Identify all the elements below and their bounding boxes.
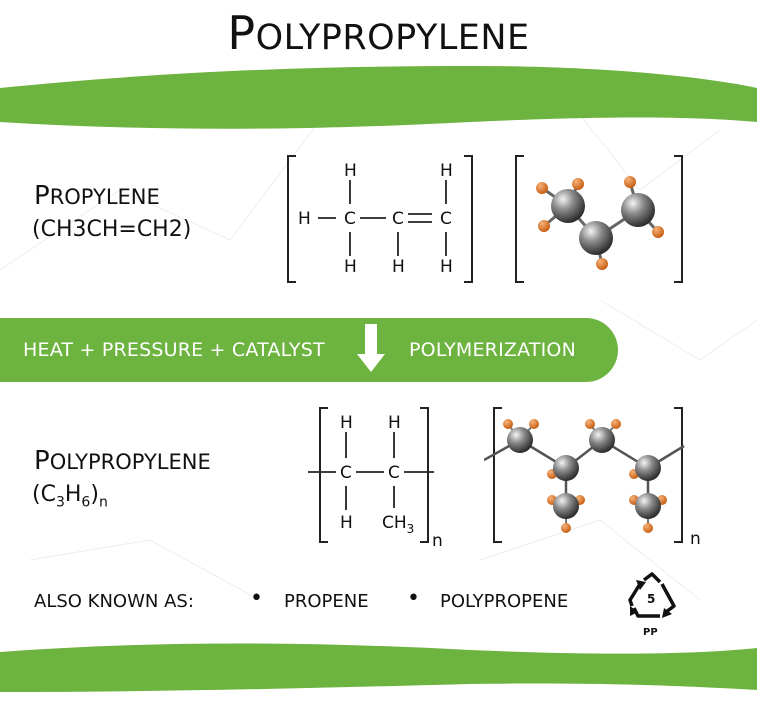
brackets (493, 407, 683, 543)
formula-sub-6: 6 (81, 494, 91, 511)
bonds (308, 432, 434, 510)
formula-sub-n: n (98, 494, 108, 511)
recycle-code: PP (643, 627, 658, 638)
propylene-name-first: P (34, 181, 50, 211)
propylene-ball-model (515, 155, 683, 283)
atom-h: H (340, 413, 353, 433)
formula-open: (C (32, 482, 56, 507)
formula-sub-3: 3 (55, 494, 65, 511)
recycle-number: 5 (647, 592, 655, 606)
polypropylene-ball-model: n (484, 407, 701, 549)
hydrogen-atoms (503, 419, 667, 533)
polypropylene-name-rest: OLYPROPYLENE (49, 450, 211, 474)
brackets (287, 155, 473, 283)
title-first-letter: P (227, 6, 256, 60)
propylene-name: PROPYLENE (34, 181, 160, 211)
methyl-group: CH3 (382, 513, 414, 536)
hydrogen-atoms (536, 176, 664, 270)
atom-c: C (392, 209, 404, 229)
atom-h: H (440, 257, 453, 277)
title-rest: OLYPROPYLENE (255, 18, 530, 58)
atom-h: H (344, 257, 357, 277)
polypropylene-formula: (C3H6)n (32, 482, 108, 510)
top-green-wave (0, 66, 757, 129)
aka-item-propene: PROPENE (284, 591, 369, 612)
polypropylene-structural-formula: H H C C H CH3 n (308, 407, 443, 551)
atom-h: H (344, 161, 357, 181)
polypropylene-name: POLYPROPYLENE (34, 446, 211, 476)
repeat-n: n (432, 531, 443, 551)
atom-c: C (340, 463, 352, 483)
atom-h: H (392, 257, 405, 277)
formula-h: H (64, 482, 82, 507)
bonds (318, 180, 447, 256)
formula-close: ) (90, 482, 99, 507)
repeat-n: n (690, 529, 701, 549)
process-right-text: POLYMERIZATION (409, 339, 576, 361)
process-banner (0, 318, 618, 382)
bullet: • (407, 586, 420, 611)
propylene-name-rest: ROPYLENE (49, 185, 160, 209)
aka-label: ALSO KNOWN AS: (34, 591, 194, 612)
carbon-atoms (551, 189, 655, 255)
process-left-text: HEAT + PRESSURE + CATALYST (23, 339, 325, 361)
aka-item-polypropene: POLYPROPENE (440, 591, 569, 612)
bullet: • (250, 586, 263, 611)
down-arrow-icon (357, 324, 385, 372)
atom-h: H (340, 513, 353, 533)
brackets (515, 155, 683, 283)
atom-h: H (440, 161, 453, 181)
atom-h: H (298, 209, 311, 229)
propylene-structural-formula: H C C C H H H H H (287, 155, 473, 283)
propylene-formula: (CH3CH=CH2) (32, 217, 192, 242)
recycle-icon: 5 (628, 572, 676, 618)
polypropylene-name-first: P (34, 446, 50, 476)
atom-c: C (440, 209, 452, 229)
atom-h: H (388, 413, 401, 433)
atom-c: C (344, 209, 356, 229)
bottom-green-wave (0, 643, 757, 692)
atom-c: C (388, 463, 400, 483)
brackets (319, 407, 429, 543)
page-title: POLYPROPYLENE (0, 6, 757, 60)
carbon-atoms (507, 427, 661, 519)
